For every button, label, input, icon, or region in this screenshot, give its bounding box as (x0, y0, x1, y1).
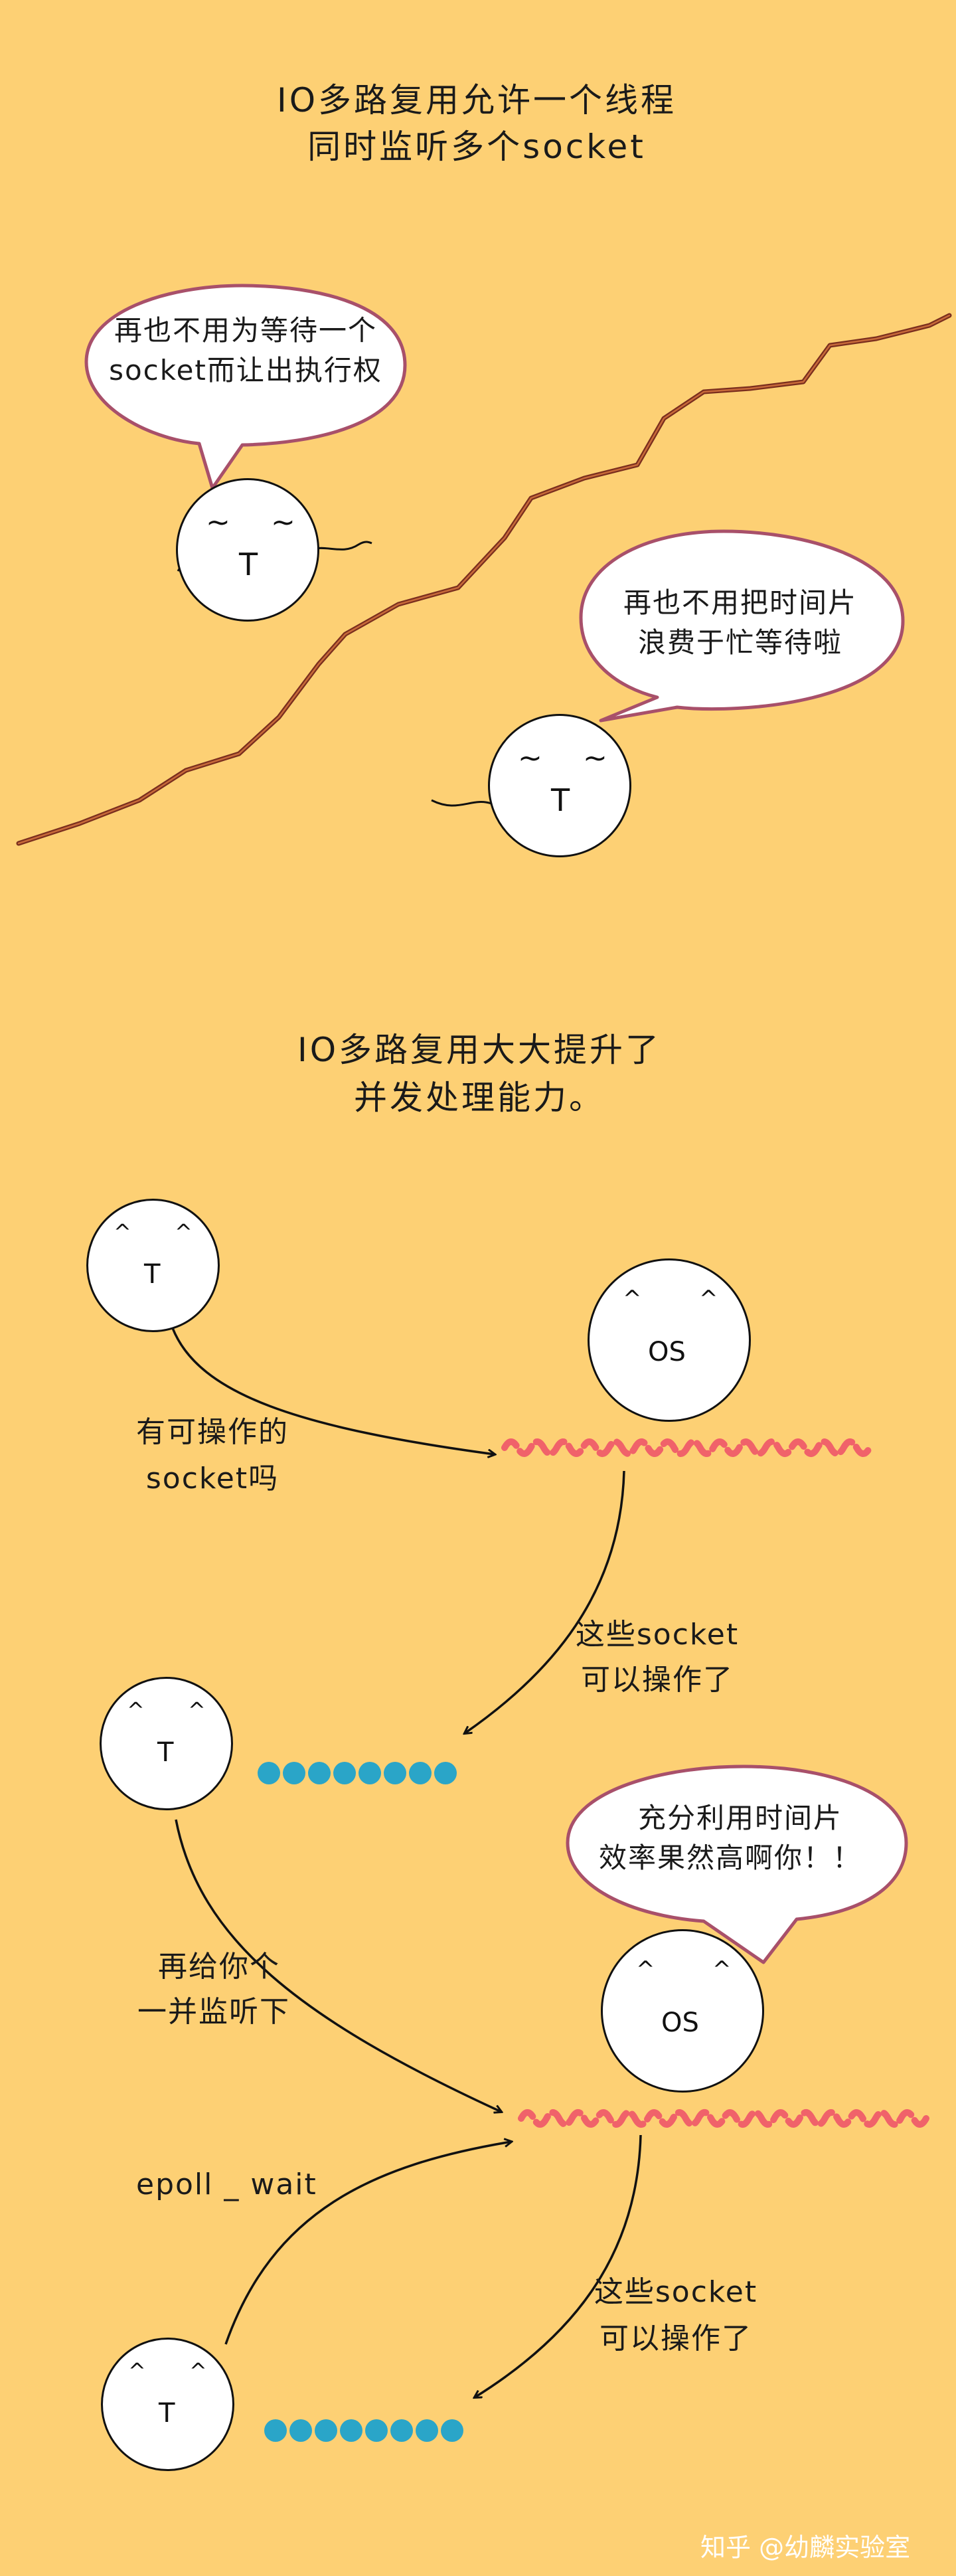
arrow-reply-1 (465, 1470, 625, 1733)
ready-socket-dot (315, 2419, 337, 2442)
ready-socket-dot (333, 1762, 356, 1784)
ready-socket-dots-2 (264, 2419, 463, 2442)
section2-line-2: 并发处理能力。 (354, 1078, 605, 1117)
os-label: OS (661, 2008, 699, 2038)
ready-socket-dots-1 (258, 1762, 457, 1784)
ready-socket-dot (441, 2419, 463, 2442)
epoll-wait-label: epoll _ wait (136, 2168, 317, 2201)
face-eye-left: ^ (114, 1219, 131, 1245)
face-eye-right: ^ (175, 1219, 193, 1245)
face-eye-right: ^ (712, 1956, 732, 1983)
ready-socket-dot (340, 2419, 362, 2442)
reply1-line-1: 这些socket (575, 1618, 740, 1652)
thread-face-4: ^ ^ T (100, 1677, 233, 1810)
face-eye-left: ~ (206, 505, 230, 539)
ask-line-1: 有可操作的 (136, 1415, 289, 1449)
ready-socket-dot (409, 1762, 432, 1784)
ready-socket-dot (358, 1762, 381, 1784)
bubble-top-line-1: 再也不用为等待一个 (114, 314, 378, 347)
thread-label: T (159, 2398, 175, 2429)
face-eye-right: ~ (271, 505, 295, 539)
face-eye-left: ~ (518, 741, 542, 775)
socket-wave-2 (518, 2109, 929, 2128)
face-eye-right: ~ (583, 741, 607, 775)
bubble-top-line-2: socket而让出执行权 (109, 354, 382, 386)
ask-line-2: socket吗 (145, 1462, 279, 1496)
header-line-1: IO多路复用允许一个线程 (276, 81, 677, 120)
socket-wave-path (501, 1438, 873, 1457)
ready-socket-dot (283, 1762, 305, 1784)
face-eye-right: ^ (189, 2358, 207, 2383)
os-label: OS (648, 1337, 686, 1367)
socket-wave-path (518, 2109, 929, 2128)
ready-socket-dot (434, 1762, 457, 1784)
face-eye-left: ^ (128, 2358, 146, 2383)
again-line-2: 一并监听下 (137, 1995, 290, 2029)
header-line-2: 同时监听多个socket (307, 128, 646, 166)
bubble-os-line-1: 充分利用时间片 (637, 1802, 843, 1834)
reply2-line-1: 这些socket (594, 2275, 758, 2309)
arrow-ask (171, 1328, 495, 1454)
ready-socket-dot (390, 2419, 413, 2442)
ready-socket-dot (365, 2419, 388, 2442)
watermark: 知乎 @幼麟实验室 (700, 2533, 911, 2562)
thread-face-5: ^ ^ T (101, 2338, 234, 2471)
reply2-line-2: 可以操作了 (599, 2322, 752, 2356)
thread-face-2: ~ ~ T (488, 714, 631, 857)
os-face-2: ^ ^ OS (601, 1929, 764, 2093)
thread-label: T (239, 547, 258, 582)
speech-bubble-top (84, 284, 407, 490)
ready-socket-dot (384, 1762, 406, 1784)
arrow-again (175, 1819, 501, 2112)
arm-squiggle-2a (431, 799, 492, 807)
section2-line-1: IO多路复用大大提升了 (297, 1031, 662, 1069)
face-eye-left: ^ (623, 1286, 642, 1312)
face-eye-right: ^ (699, 1286, 718, 1312)
bubble-mid-line-1: 再也不用把时间片 (623, 586, 858, 619)
ready-socket-dot (416, 2419, 438, 2442)
face-eye-left: ^ (127, 1697, 145, 1723)
ready-socket-dot (289, 2419, 312, 2442)
arrow-reply-2 (475, 2134, 642, 2397)
socket-wave-1 (501, 1438, 873, 1457)
thread-label: T (551, 782, 570, 818)
thread-face-1: ~ ~ T (176, 478, 319, 622)
os-face-1: ^ ^ OS (588, 1258, 751, 1422)
reply1-line-2: 可以操作了 (581, 1663, 734, 1697)
bubble-os-line-2: 效率果然高啊你！！ (598, 1842, 862, 1874)
thread-label: T (157, 1737, 174, 1768)
ready-socket-dot (264, 2419, 287, 2442)
thread-face-3: ^ ^ T (86, 1199, 220, 1332)
bubble-mid-line-2: 浪费于忙等待啦 (637, 626, 843, 659)
ready-socket-dot (308, 1762, 331, 1784)
face-eye-right: ^ (188, 1697, 206, 1723)
thread-label: T (144, 1259, 161, 1290)
again-line-1: 再给你个 (158, 1950, 280, 1984)
ready-socket-dot (258, 1762, 280, 1784)
speech-bubble-mid (579, 529, 905, 723)
arrow-epoll (224, 2142, 511, 2345)
speech-bubble-os (566, 1764, 908, 1964)
face-eye-left: ^ (636, 1956, 655, 1983)
